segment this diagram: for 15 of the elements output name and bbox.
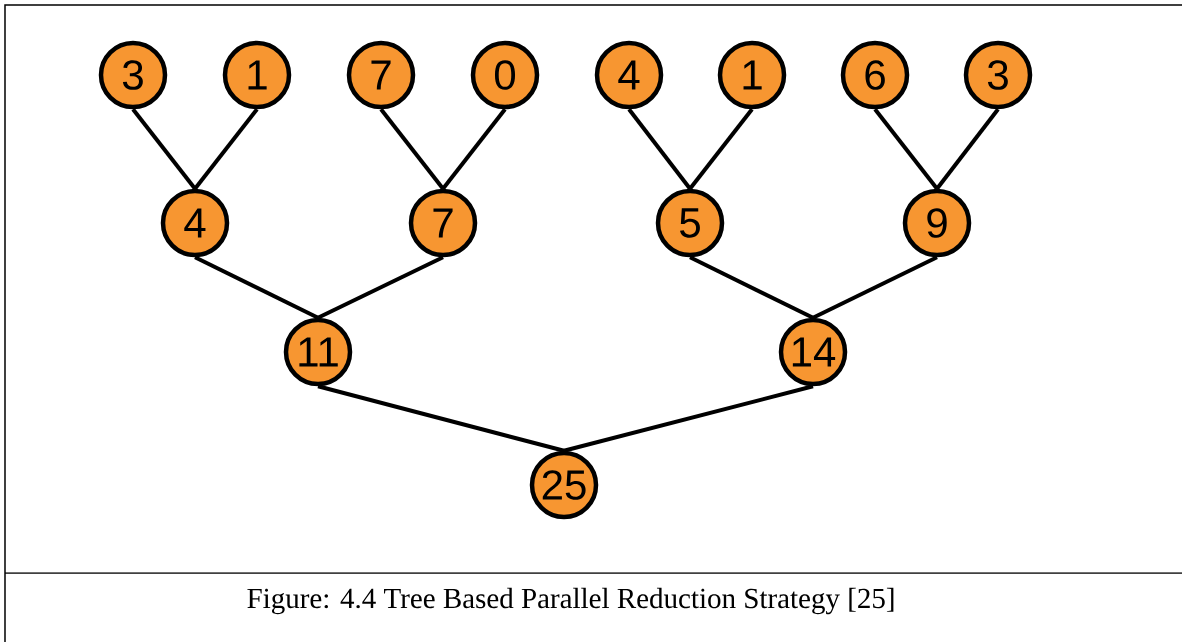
connector-line: [441, 108, 507, 190]
connector-line: [563, 384, 814, 453]
connector-line: [689, 255, 814, 320]
connector-line: [688, 108, 754, 190]
connector-line: [317, 384, 565, 453]
connector-line: [379, 108, 445, 190]
connector-line: [935, 108, 1000, 190]
connector-line: [812, 255, 938, 320]
connector-line: [194, 255, 319, 320]
connector-line: [627, 108, 692, 190]
connector-line: [317, 255, 444, 320]
connector-line: [193, 108, 259, 190]
caption: Figure: 4.4 Tree Based Parallel Reduction Strategy [25]: [247, 587, 894, 615]
connector-line: [873, 108, 939, 190]
connector-line: [131, 108, 197, 190]
